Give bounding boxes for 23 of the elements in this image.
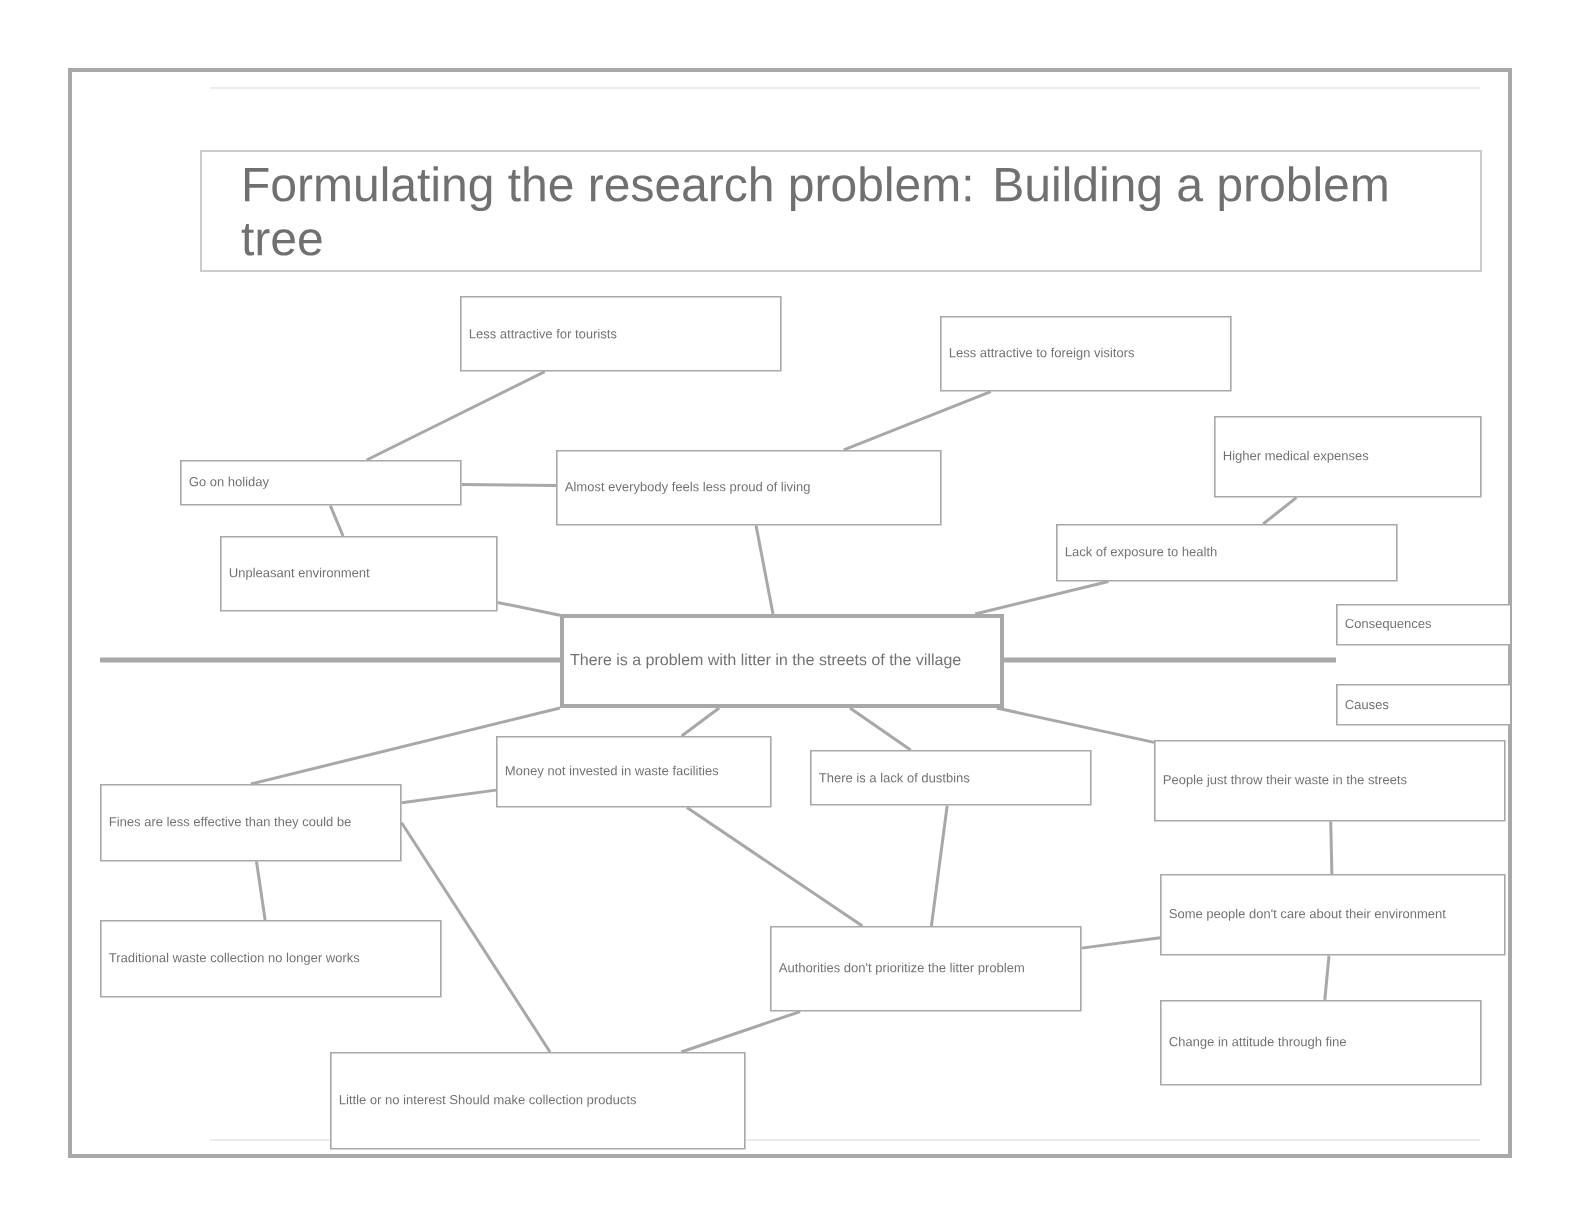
connector-line — [1329, 821, 1334, 874]
connector-line — [974, 580, 1109, 616]
connector-line — [401, 788, 497, 805]
connector-line — [366, 370, 546, 462]
connector-line — [497, 600, 561, 617]
connector-line — [328, 505, 345, 537]
title-banner: Formulating the research problem: Building a problem tree — [200, 150, 1482, 272]
connector-line — [461, 482, 557, 487]
connector-line — [400, 821, 552, 1053]
connector-line — [1262, 496, 1298, 526]
connector-line — [843, 390, 992, 452]
connector-line — [996, 706, 1155, 744]
connector-line — [255, 861, 267, 921]
connector-line — [754, 525, 775, 615]
connector-line — [250, 706, 561, 786]
connector-line — [680, 1010, 801, 1054]
connector-line — [1323, 955, 1331, 1001]
connector-line — [849, 706, 912, 752]
connector-line — [686, 806, 864, 928]
problem-box: There is a problem with litter in the streets of the village — [560, 614, 1004, 708]
connector-line — [680, 706, 721, 738]
connector-line — [1081, 936, 1161, 950]
connector-line — [929, 805, 949, 927]
